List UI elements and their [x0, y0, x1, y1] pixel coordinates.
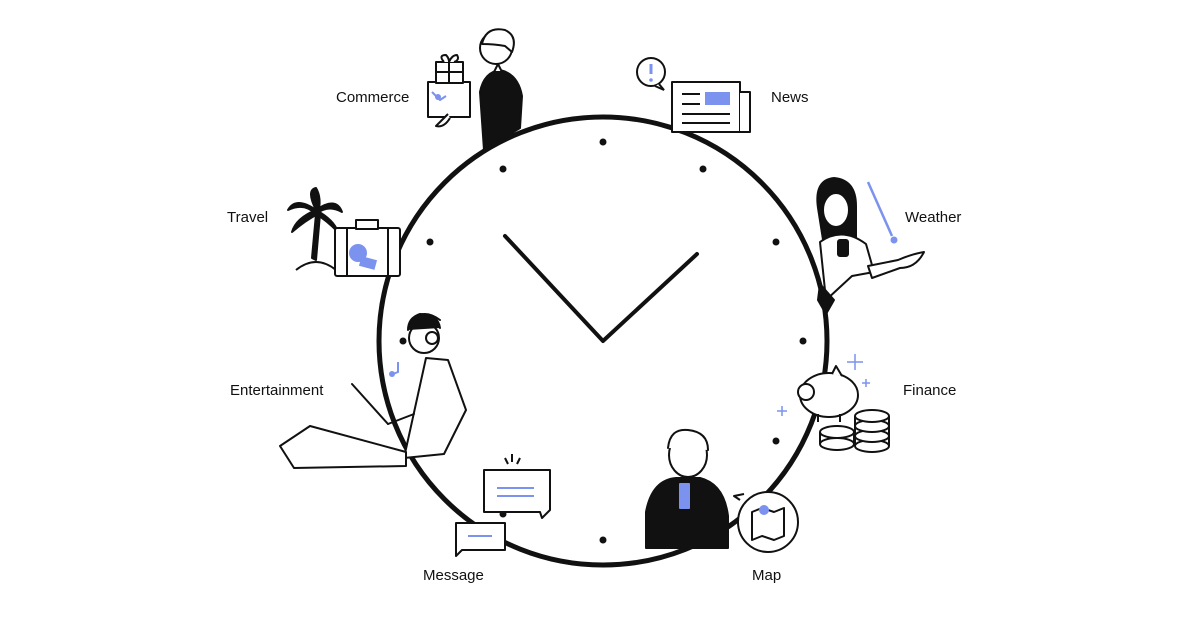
label-news[interactable]: News [771, 89, 809, 106]
clock-hands [503, 234, 699, 343]
label-travel[interactable]: Travel [227, 209, 269, 226]
weather-person [816, 177, 925, 315]
label-finance[interactable]: Finance [903, 382, 957, 399]
label-entertainment[interactable]: Entertainment [230, 382, 324, 399]
map-person [645, 428, 729, 549]
palm-tree-icon [287, 187, 343, 271]
label-commerce[interactable]: Commerce [336, 89, 410, 106]
alert-bubble-icon [636, 57, 666, 91]
newspaper-icon [671, 81, 751, 133]
commerce-person [479, 28, 523, 151]
entertainment-person [279, 313, 467, 469]
chat-bubble-icon [455, 454, 551, 557]
raindrop-icon [866, 181, 898, 244]
coin-stack-icon [819, 409, 890, 453]
label-map[interactable]: Map [752, 567, 782, 584]
suitcase-icon [334, 219, 401, 277]
gift-box-icon [427, 54, 471, 128]
sparkle-icon [777, 354, 870, 416]
headphones-icon [389, 362, 399, 377]
piggy-bank-icon [797, 365, 859, 422]
map-pin-icon [733, 491, 799, 553]
label-weather[interactable]: Weather [905, 209, 962, 226]
label-message[interactable]: Message [423, 567, 484, 584]
